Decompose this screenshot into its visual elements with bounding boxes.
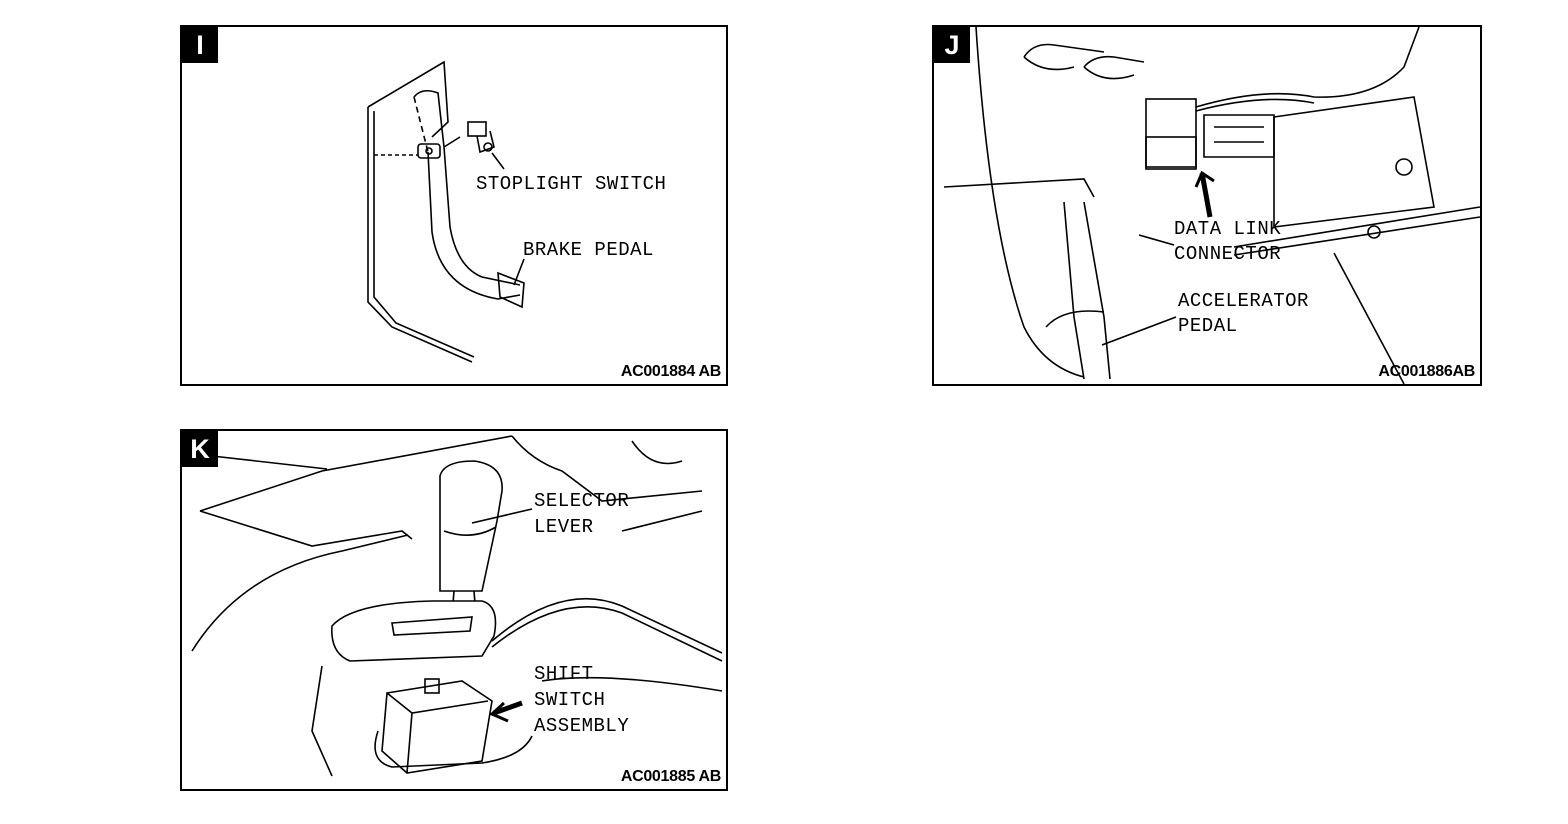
brake-pedal-illustration <box>367 60 525 363</box>
panel-j: J DATA LINK CONNECTOR ACCELERATOR PEDAL … <box>932 25 1482 386</box>
data-link-connector-illustration <box>943 27 1480 384</box>
label-selector-line2: LEVER <box>534 516 594 538</box>
figure-code-i: AC001884 AB <box>620 363 721 380</box>
label-data-link-line1: DATA LINK <box>1174 218 1282 240</box>
label-data-link-line2: CONNECTOR <box>1174 243 1282 265</box>
label-accelerator-line1: ACCELERATOR <box>1178 290 1309 312</box>
figure-code-j: AC001886AB <box>1378 363 1475 380</box>
selector-lever-illustration <box>191 435 723 777</box>
label-selector-line1: SELECTOR <box>534 490 630 512</box>
panel-i: I STOPLIGHT SWITCH BRAKE PEDAL AC001884 … <box>180 25 728 386</box>
panel-letter-k: K <box>182 431 218 467</box>
label-brake-pedal: BRAKE PEDAL <box>523 239 654 261</box>
label-stoplight-switch: STOPLIGHT SWITCH <box>476 173 667 195</box>
label-shift-line1: SHIFT <box>534 663 594 685</box>
label-shift-line2: SWITCH <box>534 689 606 711</box>
label-accelerator-line2: PEDAL <box>1178 315 1238 337</box>
panel-letter-i: I <box>182 27 218 63</box>
panel-letter-j: J <box>934 27 970 63</box>
figure-code-k: AC001885 AB <box>620 768 721 785</box>
label-shift-line3: ASSEMBLY <box>534 715 630 737</box>
panel-k: K SELECTOR LEVER SHIFT SWITCH ASSEMBLY A… <box>180 429 728 791</box>
